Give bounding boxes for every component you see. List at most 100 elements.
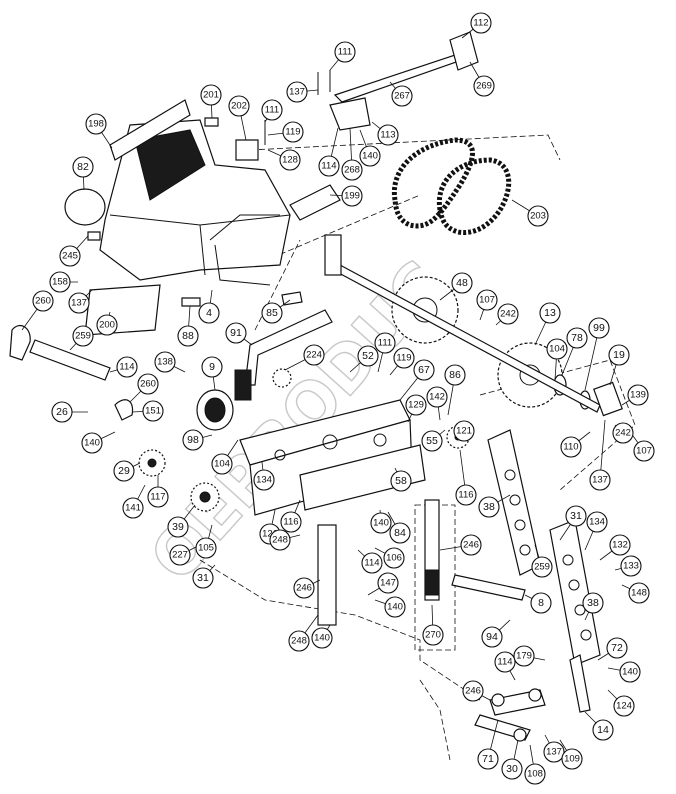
callout-c104b: 104 <box>211 453 233 475</box>
callout-label: 114 <box>321 161 336 172</box>
callout-label: 111 <box>265 105 279 116</box>
callout-c55: 55 <box>421 430 443 452</box>
callout-c199: 199 <box>341 185 363 207</box>
callout-circle <box>478 496 500 518</box>
callout-circle <box>477 748 499 770</box>
callout-label: 202 <box>231 101 247 112</box>
callout-label: 246 <box>463 540 479 551</box>
callout-circle <box>561 748 583 770</box>
callout-label: 151 <box>145 406 161 417</box>
callout-c203: 203 <box>527 205 549 227</box>
callout-label: 137 <box>71 298 87 309</box>
callout-label: 113 <box>380 130 395 141</box>
callout-circle <box>383 547 405 569</box>
callout-circle <box>377 572 399 594</box>
callout-label: 140 <box>362 151 378 162</box>
grip-91 <box>234 369 252 401</box>
callout-circle <box>609 534 631 556</box>
callout-circle <box>374 332 396 354</box>
callout-label: 112 <box>473 18 488 29</box>
callout-c107a: 107 <box>476 289 498 311</box>
callout-label: 114 <box>119 362 134 373</box>
disc-82 <box>64 188 106 226</box>
callout-c116a: 116 <box>455 484 477 506</box>
callout-c48: 48 <box>451 272 473 294</box>
callout-circle <box>288 630 310 652</box>
callout-label: 109 <box>564 754 580 765</box>
callout-c99: 99 <box>588 317 610 339</box>
callout-circle <box>169 544 191 566</box>
callout-circle <box>524 763 546 785</box>
callout-circle <box>280 511 302 533</box>
callout-label: 111 <box>378 338 392 349</box>
callout-circle <box>182 429 204 451</box>
callout-circle <box>546 338 568 360</box>
callout-circle <box>113 460 135 482</box>
callout-circle <box>513 645 535 667</box>
axles <box>324 234 623 417</box>
callout-circle <box>462 680 484 702</box>
callout-circle <box>539 302 561 324</box>
callout-label: 38 <box>483 501 495 513</box>
callout-label: 29 <box>118 465 130 477</box>
callout-c71: 71 <box>477 748 499 770</box>
callout-circle <box>303 344 325 366</box>
callout-c246b: 246 <box>293 577 315 599</box>
callout-c151: 151 <box>142 400 164 422</box>
callout-label: 116 <box>283 517 298 528</box>
callout-circle <box>413 359 435 381</box>
callout-circle <box>426 386 448 408</box>
callout-label: 140 <box>387 602 403 613</box>
callout-c52: 52 <box>357 345 379 367</box>
callout-c267: 267 <box>391 85 413 107</box>
callout-c148: 148 <box>628 582 650 604</box>
plate-199 <box>289 184 341 221</box>
callout-label: 132 <box>612 540 628 551</box>
callout-c259b: 259 <box>531 556 553 578</box>
callout-circle <box>444 364 466 386</box>
callout-label: 48 <box>456 277 468 289</box>
callout-label: 248 <box>291 636 307 647</box>
callout-c158: 158 <box>49 271 71 293</box>
callout-label: 137 <box>289 87 305 98</box>
callout-circle <box>85 113 107 135</box>
callout-c242b: 242 <box>612 422 634 444</box>
callout-c9: 9 <box>201 356 223 378</box>
callout-label: 119 <box>396 353 411 364</box>
callout-circle <box>279 149 301 171</box>
callout-circle <box>311 627 333 649</box>
callout-circle <box>586 511 608 533</box>
callout-circle <box>359 145 381 167</box>
callout-c39: 39 <box>167 516 189 538</box>
callout-c140c: 140 <box>370 512 392 534</box>
callout-label: 242 <box>500 309 516 320</box>
callout-c269: 269 <box>473 75 495 97</box>
callout-circle <box>293 577 315 599</box>
callout-c268: 268 <box>341 159 363 181</box>
callout-circle <box>225 322 247 344</box>
plate-85 <box>281 291 303 306</box>
callout-label: 133 <box>623 561 639 572</box>
callout-circle <box>560 436 582 458</box>
callout-circle <box>177 325 199 347</box>
callout-c246a: 246 <box>460 534 482 556</box>
bracket-246-left <box>317 524 337 626</box>
engine-shroud <box>99 119 291 286</box>
callout-label: 140 <box>622 667 638 678</box>
main-frame <box>239 399 426 516</box>
callout-circle <box>253 469 275 491</box>
callout-label: 30 <box>506 763 518 775</box>
callout-circle <box>334 41 356 63</box>
callout-circle <box>566 327 588 349</box>
callout-circle <box>476 289 498 311</box>
callout-c111a: 111 <box>334 41 356 63</box>
callout-circle <box>167 516 189 538</box>
plate-202 <box>235 139 259 161</box>
callout-c110: 110 <box>560 436 582 458</box>
callout-c137d: 137 <box>543 741 565 763</box>
callout-circle <box>530 592 552 614</box>
callout-circle <box>147 486 169 508</box>
callout-c114b: 114 <box>116 356 138 378</box>
callout-circle <box>527 205 549 227</box>
callout-label: 55 <box>426 435 438 447</box>
